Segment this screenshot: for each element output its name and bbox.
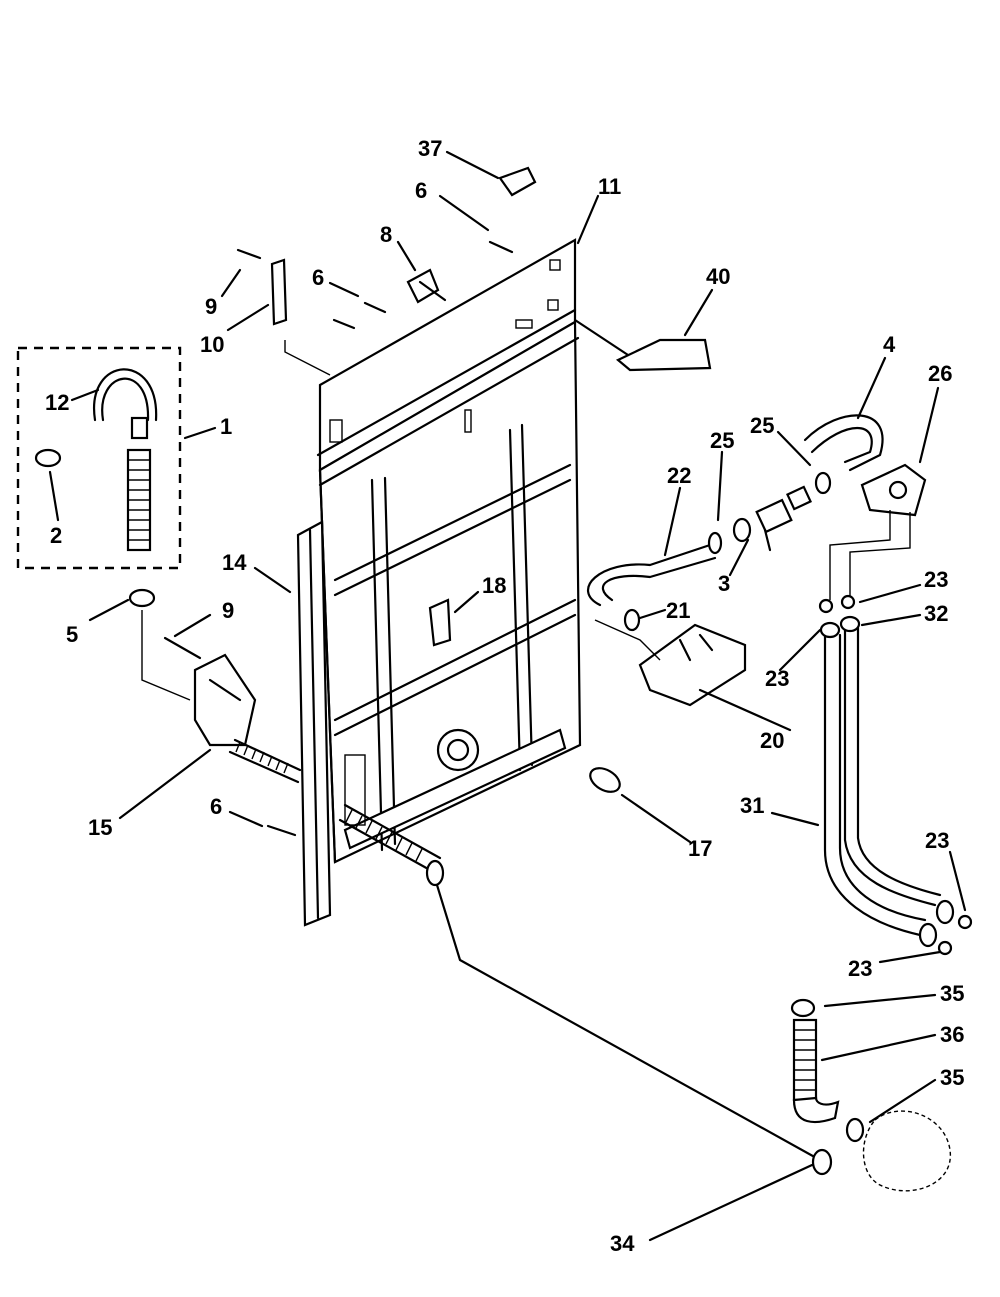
bracket-8	[406, 268, 447, 304]
bracket-40	[573, 318, 712, 372]
callout-23-bottom: 23	[848, 956, 873, 981]
screw-9-lower	[163, 636, 202, 660]
callout-11: 11	[598, 174, 622, 199]
callout-8: 8	[380, 222, 393, 247]
valve-26	[829, 463, 927, 600]
fill-hoses	[818, 594, 973, 956]
inlet-bracket	[193, 653, 257, 747]
screw-6-bottom	[266, 824, 297, 837]
valve-3	[707, 471, 832, 555]
corner-post	[296, 520, 332, 927]
washer-5	[128, 588, 191, 701]
callout-20: 20	[760, 728, 785, 753]
callout-15: 15	[88, 815, 113, 840]
drain-hose	[338, 803, 822, 1162]
callout-36: 36	[940, 1022, 965, 1047]
callout-26: 26	[928, 361, 953, 386]
callout-2: 2	[50, 523, 63, 548]
callout-5: 5	[66, 622, 79, 647]
callout-35-bottom: 35	[940, 1065, 965, 1090]
callout-32: 32	[924, 601, 949, 626]
coil-hose	[228, 738, 302, 784]
callout-23-top: 23	[924, 567, 949, 592]
callout-22: 22	[667, 463, 692, 488]
inlet-kit-box	[16, 346, 182, 570]
callout-25-left: 25	[710, 428, 735, 453]
callout-1: 1	[220, 414, 233, 439]
callout-6-mid: 6	[312, 265, 325, 290]
callout-23-right: 23	[925, 828, 950, 853]
rear-panel	[316, 238, 582, 864]
callout-18: 18	[482, 573, 507, 598]
bracket-10	[236, 248, 331, 376]
callout-4: 4	[883, 332, 896, 357]
hose-22	[587, 543, 717, 607]
drain-adapter-36	[790, 998, 951, 1192]
pump-20	[594, 619, 747, 707]
callout-40: 40	[706, 264, 731, 289]
clip-18	[428, 598, 452, 647]
callout-25-right: 25	[750, 413, 775, 438]
callout-23-mid: 23	[765, 666, 790, 691]
leader-lines	[48, 150, 967, 1242]
plug-17	[589, 767, 621, 793]
callout-9-top: 9	[205, 294, 218, 319]
callout-17: 17	[688, 836, 713, 861]
callout-31: 31	[740, 793, 765, 818]
callout-34: 34	[610, 1231, 635, 1256]
clip-37	[498, 166, 537, 197]
clamp-21	[623, 608, 641, 632]
callout-6-top: 6	[415, 178, 428, 203]
callout-35-top: 35	[940, 981, 965, 1006]
callout-3: 3	[718, 571, 731, 596]
callout-12: 12	[45, 390, 70, 415]
callout-10: 10	[200, 332, 225, 357]
hose-4	[803, 414, 884, 472]
callout-14: 14	[222, 550, 247, 575]
screws-6-top	[332, 240, 514, 330]
callout-21: 21	[666, 598, 691, 623]
callout-6-bottom: 6	[210, 794, 223, 819]
callout-9-lower: 9	[222, 598, 235, 623]
callout-37: 37	[418, 136, 443, 161]
